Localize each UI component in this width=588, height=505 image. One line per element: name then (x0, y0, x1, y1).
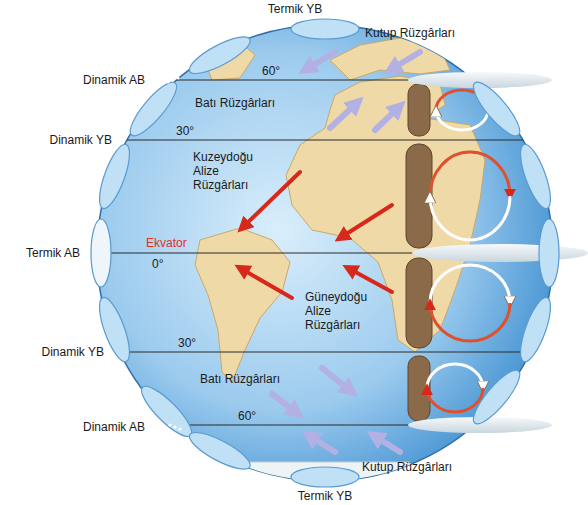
wind-label: Kutup Rüzgârları (362, 460, 452, 474)
equator-label: Ekvator (146, 236, 187, 250)
south-america (195, 228, 290, 382)
pressure-belt-label: Dinamik YB (27, 133, 112, 147)
wind-label: Batı Rüzgârları (200, 372, 280, 386)
latitude-label: 30° (176, 124, 194, 138)
latitude-label: 30° (178, 336, 196, 350)
pressure-belt-label: Dinamik AB (60, 420, 145, 434)
wind-arrows (240, 52, 420, 452)
pressure-belt-lenses (91, 19, 559, 487)
latitude-label: 60° (262, 64, 280, 78)
pressure-belt-label: Termik AB (6, 246, 80, 260)
wind-label: Kutup Rüzgârları (365, 26, 455, 40)
wind-label: Kuzeydoğu Alize Rüzgârları (193, 150, 265, 192)
wind-label: Batı Rüzgârları (195, 96, 275, 110)
cloud-bands (408, 72, 588, 433)
latitude-label: 0° (152, 257, 163, 271)
europe (330, 38, 450, 80)
globe-contents (90, 38, 560, 490)
pressure-belt-label: Dinamik AB (60, 73, 145, 87)
pressure-belt-label: Termik YB (255, 2, 335, 16)
pressure-belt-label: Dinamik YB (20, 345, 104, 359)
africa (286, 76, 485, 352)
wind-label: Güneydoğu Alize Rüzgârları (305, 290, 377, 332)
pressure-belt-label: Termik YB (285, 489, 365, 503)
latitude-label: 60° (238, 409, 256, 423)
